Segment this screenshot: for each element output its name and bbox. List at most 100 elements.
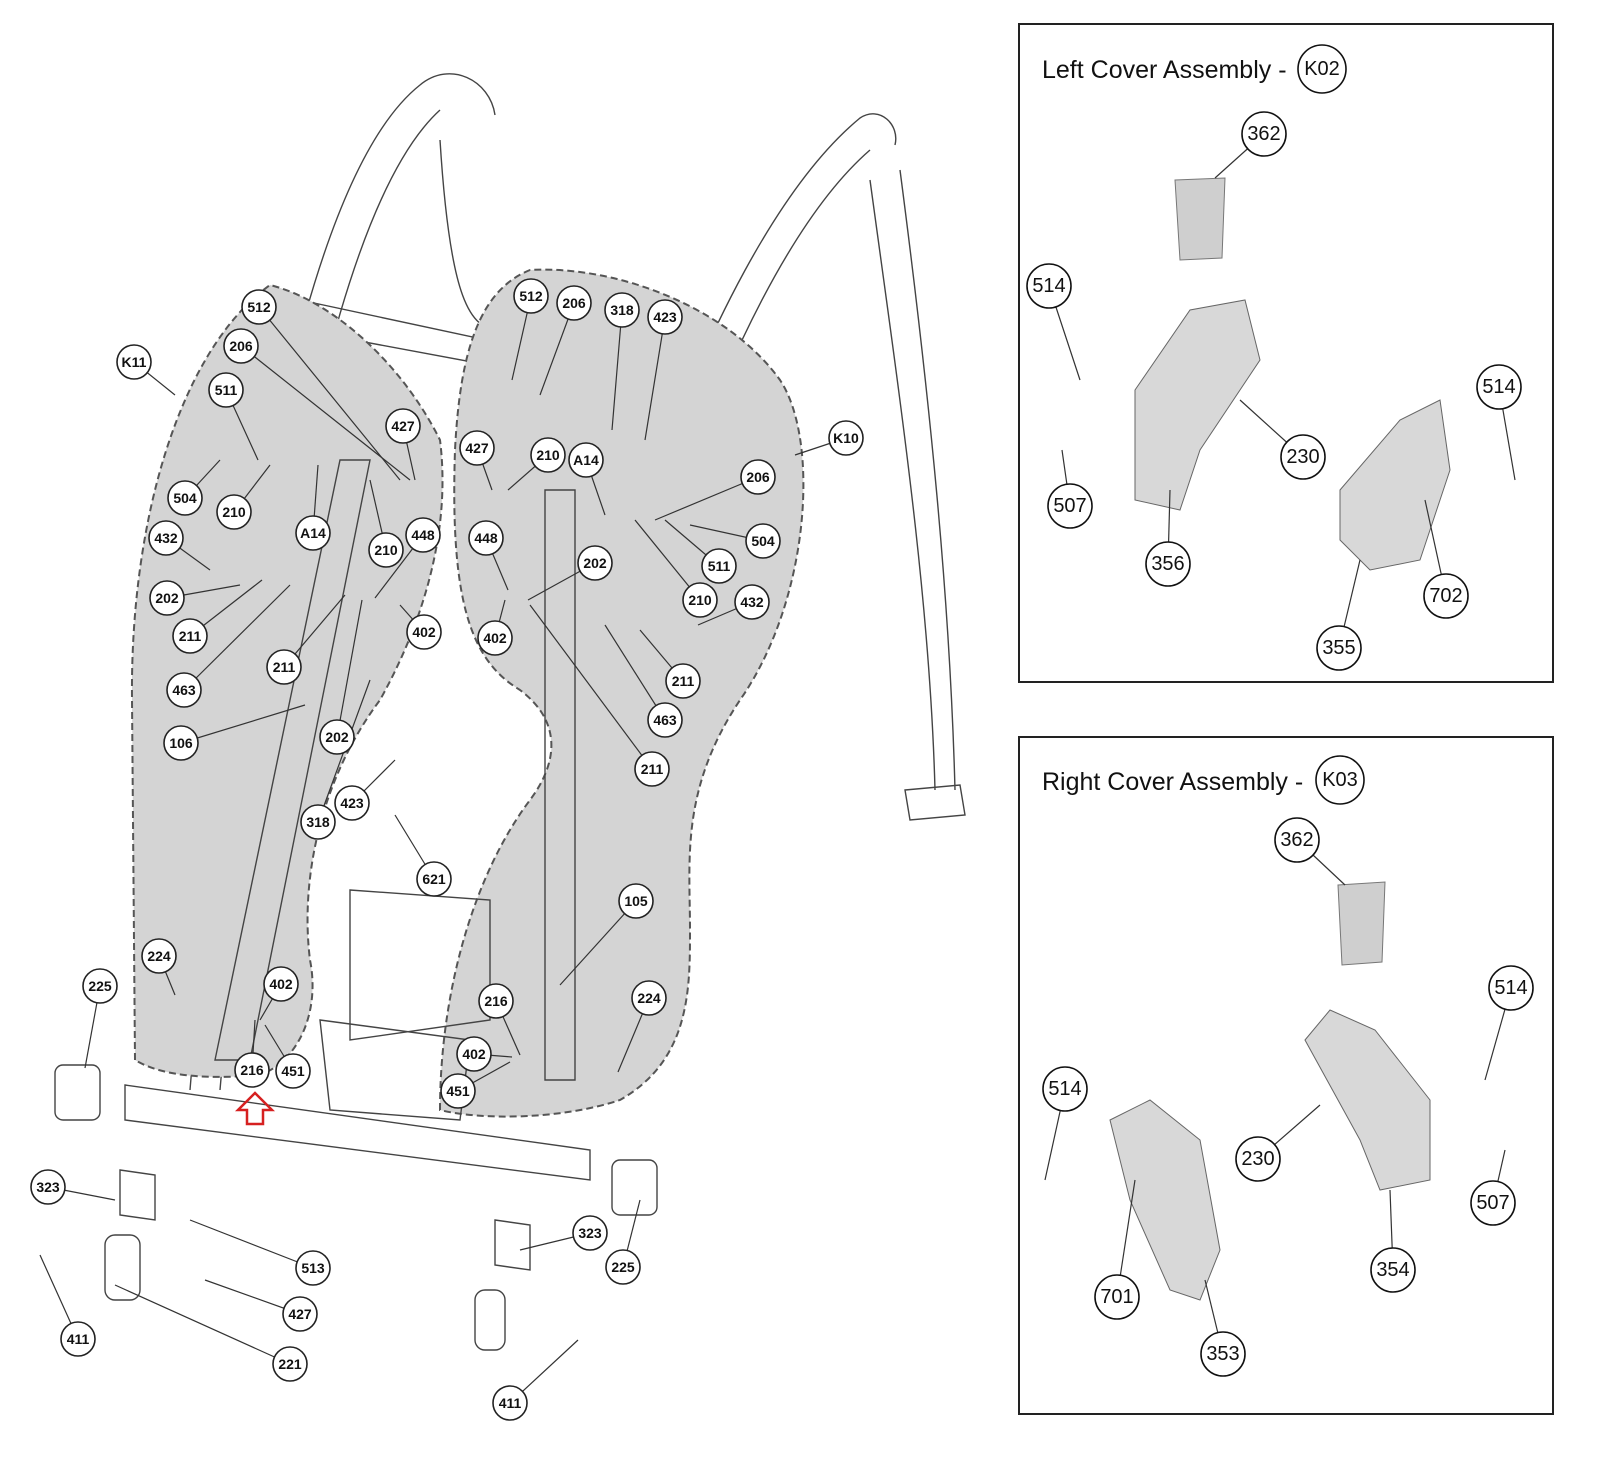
part-number: 514 (1482, 376, 1515, 398)
part-callout-507: 507 (1047, 483, 1093, 529)
part-callout-463: 463 (166, 672, 202, 708)
k10-shaded-region (438, 268, 805, 1118)
part-number: 211 (179, 628, 202, 644)
part-callout-507: 507 (1470, 1180, 1516, 1226)
part-number: 362 (1247, 123, 1280, 145)
leader-line (604, 624, 666, 721)
part-callout-504: 504 (745, 523, 781, 559)
part-number: 202 (155, 590, 179, 606)
part-number: 432 (154, 530, 178, 546)
part-callout-323: 323 (572, 1215, 608, 1251)
part-number: 206 (746, 469, 770, 485)
part-callout-211: 211 (634, 751, 670, 787)
part-callout-211: 211 (266, 649, 302, 685)
part-callout-210: 210 (682, 582, 718, 618)
part-number: 702 (1429, 585, 1462, 607)
part-callout-427: 427 (459, 430, 495, 466)
leader-line (258, 306, 401, 481)
part-number: 507 (1476, 1192, 1509, 1214)
part-callout-225: 225 (82, 968, 118, 1004)
part-number: 216 (240, 1062, 264, 1078)
part-number: 221 (278, 1356, 302, 1372)
part-number: 354 (1376, 1259, 1409, 1281)
leader-line (559, 900, 637, 986)
part-callout-353: 353 (1200, 1331, 1246, 1377)
part-callout-514: 514 (1026, 263, 1072, 309)
part-number: 202 (583, 555, 607, 571)
part-callout-202: 202 (577, 545, 613, 581)
part-callout-411: 411 (492, 1385, 528, 1421)
highlight-arrow-icon (234, 1091, 276, 1126)
part-number: 504 (751, 533, 775, 549)
part-callout-702: 702 (1423, 573, 1469, 619)
part-callout-432: 432 (148, 520, 184, 556)
part-number: K11 (122, 354, 147, 370)
part-number: 511 (708, 558, 731, 574)
part-number: 202 (325, 729, 349, 745)
part-number: 451 (281, 1063, 305, 1079)
part-number: 448 (411, 527, 435, 543)
part-number: 211 (672, 673, 695, 689)
part-number: 411 (67, 1331, 90, 1347)
part-callout-451: 451 (440, 1073, 476, 1109)
part-number: 105 (624, 893, 648, 909)
part-callout-210: 210 (530, 437, 566, 473)
part-callout-224: 224 (631, 980, 667, 1016)
part-callout-423: 423 (334, 785, 370, 821)
part-callout-211: 211 (172, 618, 208, 654)
part-callout-202: 202 (149, 580, 185, 616)
part-callout-511: 511 (701, 548, 737, 584)
part-number: 512 (247, 299, 271, 315)
part-number: 318 (306, 814, 330, 830)
part-callout-448: 448 (468, 520, 504, 556)
leader-line (189, 1219, 314, 1269)
part-number: 432 (740, 594, 764, 610)
part-callout-411: 411 (60, 1321, 96, 1357)
part-number: 211 (641, 761, 664, 777)
part-number: 224 (637, 990, 661, 1006)
part-number: 210 (222, 504, 246, 520)
part-callout-K10: K10 (828, 420, 864, 456)
part-number: 402 (269, 976, 293, 992)
part-number: K10 (833, 430, 859, 446)
part-callout-513: 513 (295, 1250, 331, 1286)
part-callout-221: 221 (272, 1346, 308, 1382)
right-cover-code: K03 (1322, 769, 1358, 791)
part-number: 230 (1286, 446, 1319, 468)
part-callout-225: 225 (605, 1249, 641, 1285)
part-number: 514 (1048, 1078, 1081, 1100)
part-callout-230: 230 (1280, 434, 1326, 480)
leader-line (183, 584, 291, 691)
part-callout-512: 512 (513, 278, 549, 314)
part-callout-318: 318 (604, 292, 640, 328)
part-number: 230 (1241, 1148, 1274, 1170)
leader-line (654, 476, 759, 521)
part-number: 402 (462, 1046, 486, 1062)
part-number: 513 (301, 1260, 325, 1276)
part-callout-K11: K11 (116, 344, 152, 380)
part-number: 211 (273, 659, 296, 675)
part-callout-202: 202 (319, 719, 355, 755)
part-callout-224: 224 (141, 938, 177, 974)
part-callout-514: 514 (1488, 965, 1534, 1011)
leader-line (529, 604, 653, 770)
part-number: 427 (288, 1306, 312, 1322)
part-number: 106 (169, 735, 193, 751)
part-callout-402: 402 (263, 966, 299, 1002)
left-cover-code: K02 (1304, 58, 1340, 80)
part-number: 355 (1322, 637, 1355, 659)
part-callout-106: 106 (163, 725, 199, 761)
part-callout-427: 427 (385, 408, 421, 444)
part-number: 402 (483, 630, 507, 646)
part-number: 427 (465, 440, 489, 456)
part-callout-427: 427 (282, 1296, 318, 1332)
part-callout-621: 621 (416, 861, 452, 897)
part-callout-206: 206 (740, 459, 776, 495)
part-callout-206: 206 (223, 328, 259, 364)
part-callout-514: 514 (1476, 364, 1522, 410)
part-callout-448: 448 (405, 517, 441, 553)
part-callout-504: 504 (167, 480, 203, 516)
part-number: 423 (340, 795, 364, 811)
